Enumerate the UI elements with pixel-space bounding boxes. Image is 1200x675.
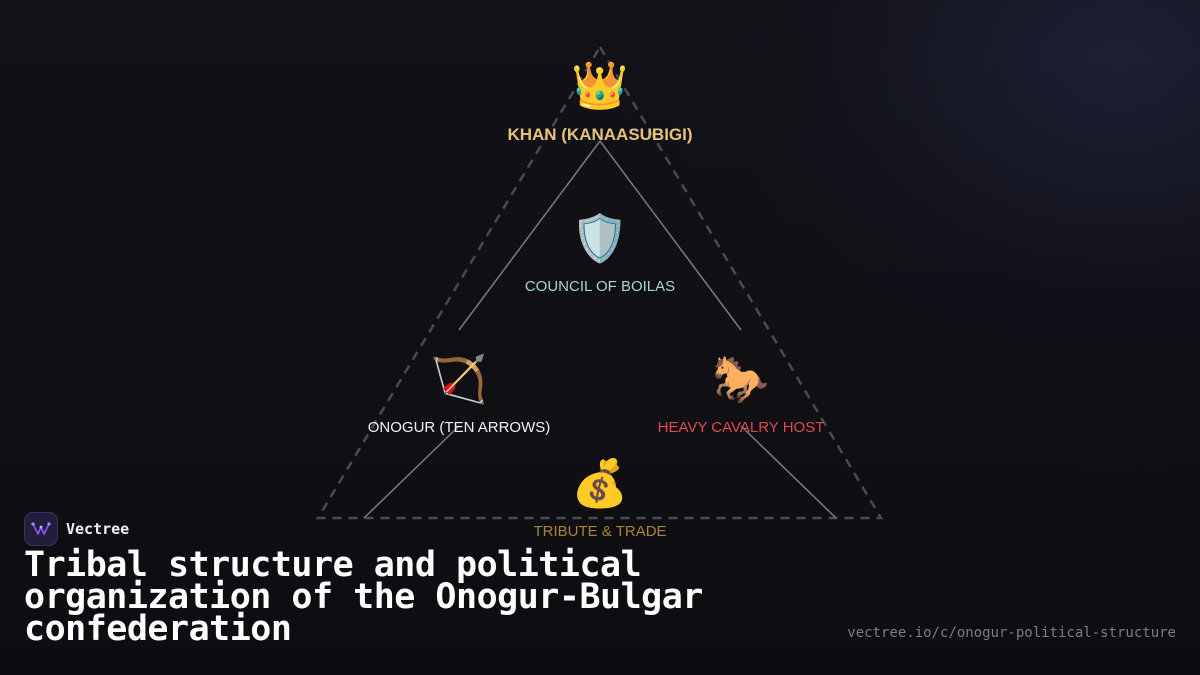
connector-khan-onogur [458,140,601,331]
brand: Vectree [24,512,129,546]
horse-icon: 🐎 [712,352,770,406]
onogur-label: ONOGUR (TEN ARROWS) [367,419,551,436]
connector-khan-cavalry [599,140,742,331]
source-url: vectree.io/c/onogur-political-structure [847,625,1176,641]
brand-name: Vectree [66,520,130,538]
cavalry-label: HEAVY CAVALRY HOST [657,419,825,436]
crown-icon: 👑 [571,58,629,112]
money-bag-icon: 💰 [571,456,629,510]
connector-onogur-base [363,425,460,519]
page-title: Tribal structure and political organizat… [24,545,703,649]
khan-label: KHAN (KANAASUBIGI) [507,125,693,144]
vectree-logo-icon [24,512,58,546]
bow-and-arrow-icon: 🏹 [430,352,488,406]
outer-dashed-triangle [315,44,884,520]
council-label: COUNCIL OF BOILAS [524,278,676,295]
connector-cavalry-base [740,425,837,519]
shield-icon: 🛡️ [571,211,629,265]
tribute-label: TRIBUTE & TRADE [533,523,667,540]
